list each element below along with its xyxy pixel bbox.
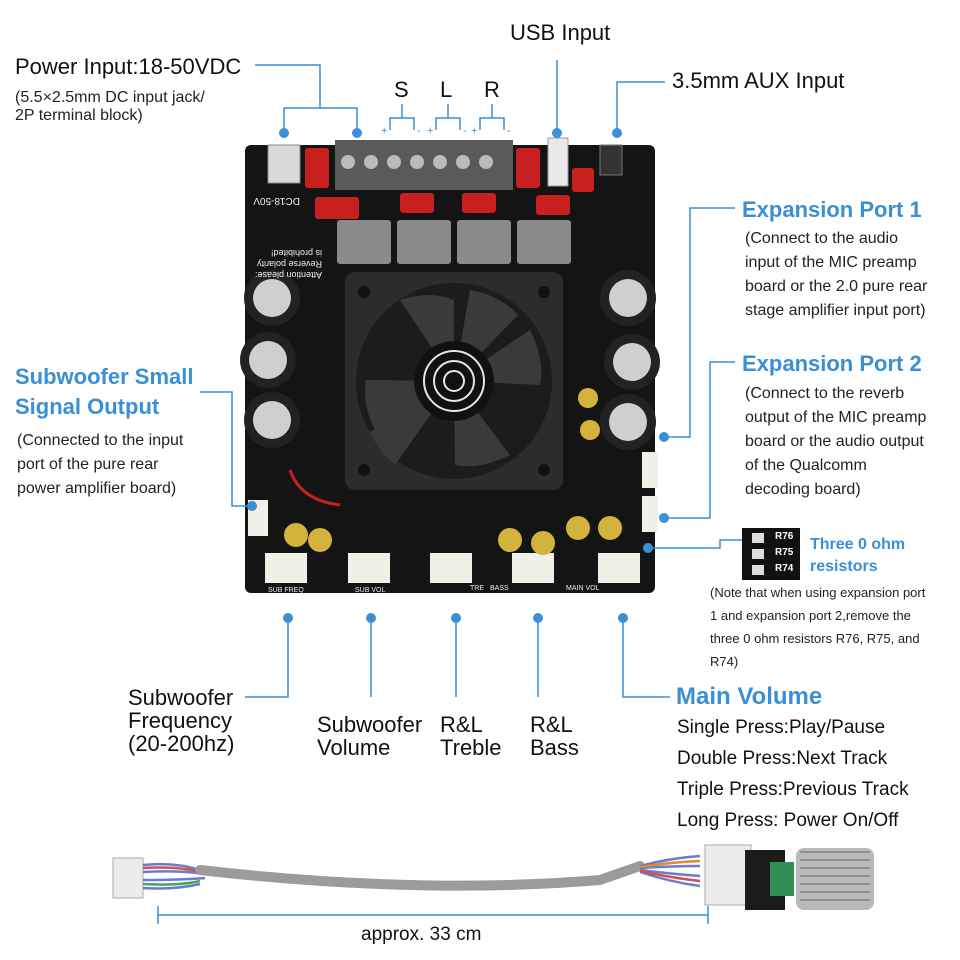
resistor-label-r75: R75 bbox=[775, 547, 794, 558]
exp-port1-desc-3: board or the 2.0 pure rear bbox=[745, 278, 928, 295]
exp-port2-desc-3: board or the audio output bbox=[745, 433, 924, 450]
sub-output-desc-2: port of the pure rear bbox=[17, 456, 159, 473]
film-capacitors bbox=[305, 148, 594, 219]
exp-port1-desc-4: stage amplifier input port) bbox=[745, 302, 926, 319]
exp-port2-connector bbox=[642, 496, 658, 532]
channel-l: L bbox=[440, 77, 453, 102]
treble-1: R&L bbox=[440, 712, 483, 737]
usb-connector bbox=[547, 137, 569, 187]
resistor-label-r76: R76 bbox=[775, 531, 794, 542]
svg-text:+: + bbox=[471, 125, 477, 137]
cooling-fan bbox=[345, 272, 563, 490]
bass-2: Bass bbox=[530, 735, 579, 760]
sub-freq-3: (20-200hz) bbox=[128, 731, 235, 756]
svg-text:-: - bbox=[507, 125, 511, 137]
resistor-title-2: resistors bbox=[810, 558, 878, 575]
small-capacitors bbox=[284, 388, 622, 555]
exp-port2-desc-2: output of the MIC preamp bbox=[745, 409, 927, 426]
sub-freq-1: Subwoofer bbox=[128, 685, 234, 710]
inductors bbox=[337, 220, 571, 264]
sub-output-desc-1: (Connected to the input bbox=[17, 432, 184, 449]
silk-pot-tre: TRE bbox=[470, 585, 484, 592]
resistor-inset bbox=[742, 528, 800, 580]
power-input-title: Power Input:18-50VDC bbox=[15, 54, 242, 79]
leader-lines bbox=[200, 60, 742, 698]
polarity-marks: +- +- +- bbox=[381, 125, 511, 137]
resistor-note-3: three 0 ohm resistors R76, R75, and bbox=[710, 631, 920, 646]
sub-output-title-2: Signal Output bbox=[15, 394, 160, 419]
channel-brackets bbox=[389, 104, 505, 130]
sub-freq-2: Frequency bbox=[128, 708, 232, 733]
exp-port1-connector bbox=[642, 452, 658, 488]
resistor-title-1: Three 0 ohm bbox=[810, 536, 906, 553]
resistor-note-4: R74) bbox=[710, 654, 739, 669]
usb-input-label: USB Input bbox=[510, 20, 611, 45]
main-volume-line-2: Double Press:Next Track bbox=[677, 748, 888, 769]
exp-port1-title: Expansion Port 1 bbox=[742, 197, 922, 222]
main-volume-line-1: Single Press:Play/Pause bbox=[677, 717, 886, 738]
silk-warning-3: is prohibited! bbox=[271, 248, 322, 258]
resistor-note-2: 1 and expansion port 2,remove the bbox=[710, 608, 911, 623]
potentiometer-cable bbox=[112, 844, 874, 910]
resistor-label-r74: R74 bbox=[775, 563, 794, 574]
silk-warning-1: Attention please: bbox=[255, 270, 322, 280]
silk-pot-sub-vol: SUB VOL bbox=[355, 587, 385, 594]
dimension-line bbox=[157, 906, 709, 924]
aux-jack bbox=[599, 144, 623, 176]
power-input-desc-1: (5.5×2.5mm DC input jack/ bbox=[15, 89, 205, 106]
exp-port2-desc-1: (Connect to the reverb bbox=[745, 385, 905, 402]
silk-warning-2: Reverse polarity bbox=[256, 259, 322, 269]
svg-text:-: - bbox=[417, 125, 421, 137]
leader-dots bbox=[247, 128, 669, 623]
terminal-block bbox=[335, 140, 513, 190]
bass-1: R&L bbox=[530, 712, 573, 737]
exp-port1-desc-2: input of the MIC preamp bbox=[745, 254, 917, 271]
main-volume-line-3: Triple Press:Previous Track bbox=[677, 779, 909, 800]
sub-vol-2: Volume bbox=[317, 735, 391, 760]
pot-connectors bbox=[265, 553, 640, 583]
silk-pot-main-vol: MAIN VOL bbox=[566, 585, 600, 592]
electrolytic-capacitors bbox=[240, 270, 660, 450]
sub-vol-1: Subwoofer bbox=[317, 712, 423, 737]
channel-s: S bbox=[394, 77, 409, 102]
sub-output-title-1: Subwoofer Small bbox=[15, 364, 194, 389]
channel-r: R bbox=[484, 77, 500, 102]
svg-text:+: + bbox=[381, 125, 387, 137]
exp-port2-title: Expansion Port 2 bbox=[742, 351, 922, 376]
exp-port1-desc-1: (Connect to the audio bbox=[745, 230, 898, 247]
fan-wires bbox=[288, 469, 341, 507]
exp-port2-desc-4: of the Qualcomm bbox=[745, 457, 867, 474]
silk-pot-sub-freq: SUB FREQ bbox=[268, 587, 304, 594]
silk-voltage: DC18-50V bbox=[253, 195, 300, 206]
exp-port2-desc-5: decoding board) bbox=[745, 481, 861, 498]
svg-text:+: + bbox=[427, 125, 433, 137]
main-volume-title: Main Volume bbox=[676, 683, 823, 710]
aux-input-label: 3.5mm AUX Input bbox=[672, 68, 845, 93]
treble-2: Treble bbox=[440, 735, 502, 760]
cable-length: approx. 33 cm bbox=[361, 924, 482, 945]
silk-pot-bass: BASS bbox=[490, 585, 509, 592]
dc-jack bbox=[267, 144, 301, 184]
main-volume-line-4: Long Press: Power On/Off bbox=[677, 810, 899, 831]
resistor-note-1: (Note that when using expansion port bbox=[710, 585, 926, 600]
power-input-desc-2: 2P terminal block) bbox=[15, 107, 143, 124]
svg-text:-: - bbox=[463, 125, 467, 137]
sub-output-desc-3: power amplifier board) bbox=[17, 480, 177, 497]
